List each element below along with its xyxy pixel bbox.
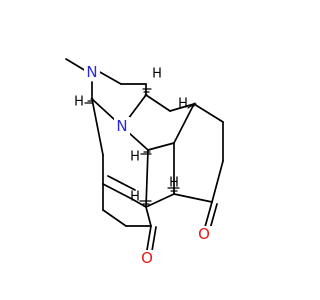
bond-nb-c6 bbox=[127, 131, 149, 151]
bond-c-ring-2 bbox=[102, 209, 127, 227]
bond-alkene-2 bbox=[107, 175, 136, 191]
h-lower-mid-label: H bbox=[169, 176, 179, 191]
bond-n-ch2 bbox=[97, 70, 122, 85]
bond-c-ring-4 bbox=[145, 206, 152, 227]
oxygen-lower-ketone-label: O bbox=[141, 249, 153, 267]
molecule-structure: N N O O H H H H H H bbox=[65, 58, 224, 268]
bond-ketone-right-1 bbox=[204, 201, 213, 228]
bond-ch2-c5 bbox=[169, 103, 195, 112]
bond-methyl-n bbox=[65, 58, 87, 72]
bond-c7-c5 bbox=[173, 103, 195, 144]
hash-bond-upper-mid bbox=[142, 88, 152, 96]
bond-nb-c3 bbox=[127, 94, 147, 120]
bond-c5-r1 bbox=[193, 103, 224, 123]
bond-r2-r3 bbox=[211, 160, 224, 203]
hash-bond-center bbox=[140, 149, 152, 155]
oxygen-right-ketone-label: O bbox=[198, 225, 210, 243]
hash-bond-lower-mid bbox=[167, 187, 180, 195]
bond-r3-c9 bbox=[173, 193, 213, 203]
bond-ketone-lower-2 bbox=[151, 226, 157, 252]
bond-c9-c8 bbox=[145, 193, 175, 208]
h-upper-left-label: H bbox=[74, 95, 84, 110]
h-upper-mid-label: H bbox=[152, 67, 162, 82]
bond-c6-c8 bbox=[145, 149, 149, 208]
h-lower-left-label: H bbox=[130, 190, 140, 205]
h-upper-right-label: H bbox=[178, 97, 188, 112]
bond-c-ring-5 bbox=[131, 198, 147, 208]
bond-c1-nb bbox=[91, 98, 117, 122]
atom-labels: N N O O bbox=[84, 63, 212, 268]
nitrogen-bridge-label: N bbox=[116, 117, 127, 135]
bond-ketone-lower-1 bbox=[146, 225, 152, 251]
bond-c6-c7 bbox=[147, 142, 175, 151]
stereo-h-labels: H H H H H H bbox=[74, 67, 188, 205]
hash-bond-upper-left bbox=[84, 98, 94, 104]
hash-bond-upper-right bbox=[187, 102, 197, 109]
bond-ketone-right-2 bbox=[209, 203, 218, 230]
bond-alkene-1 bbox=[102, 183, 133, 200]
bond-c1-ch2 bbox=[91, 98, 104, 156]
bond-c3-ch2 bbox=[145, 94, 171, 112]
stereo-bonds bbox=[84, 88, 197, 208]
nitrogen-methyl-label: N bbox=[86, 63, 97, 81]
h-center-label: H bbox=[130, 150, 140, 165]
bond-skeleton bbox=[65, 58, 224, 252]
hash-bond-lower-left bbox=[139, 200, 152, 208]
